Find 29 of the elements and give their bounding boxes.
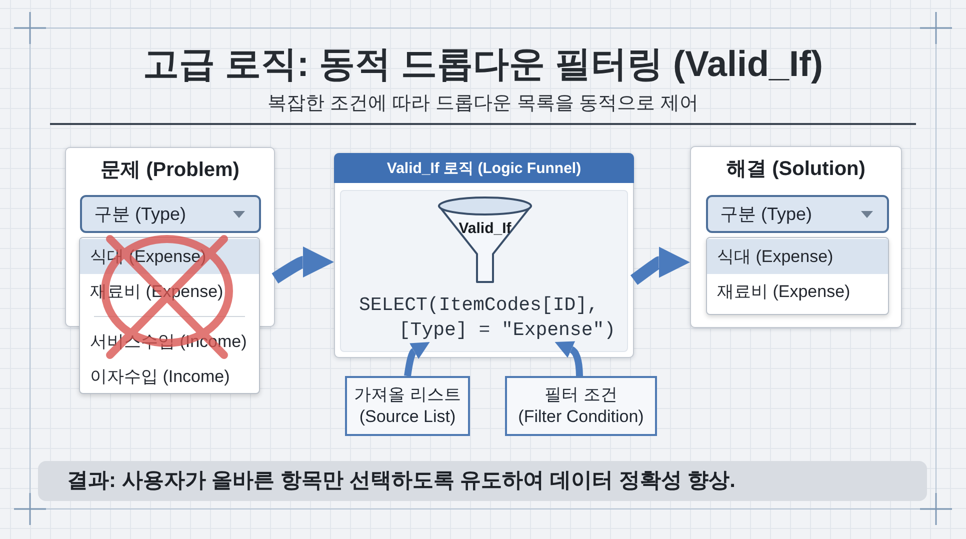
option-text: 식대 (Expense) <box>717 246 834 267</box>
panel-header: Valid_If 로직 (Logic Funnel) <box>334 153 634 183</box>
arrow <box>404 339 428 376</box>
dropdown-list <box>706 237 889 315</box>
result-banner <box>38 461 927 501</box>
panel-title: 해결 (Solution) <box>726 157 866 182</box>
result-text: 결과: 사용자가 올바른 항목만 선택하도록 유도하여 데이터 정확성 향상. <box>67 468 736 494</box>
title: 고급 로직: 동적 드롭다운 필터링 (Valid_If) <box>142 43 824 85</box>
callout-box <box>505 376 657 436</box>
select-text: 구분 (Type) <box>720 203 812 225</box>
callout-box <box>345 376 470 436</box>
arrow <box>630 248 688 285</box>
option-text: 이자수입 (Income) <box>90 366 230 387</box>
callout-text: (Source List) <box>359 406 456 428</box>
arrow <box>272 246 334 284</box>
select-text: 구분 (Type) <box>94 203 186 225</box>
callout-text: (Filter Condition) <box>518 406 644 428</box>
dropdown-select <box>706 195 889 233</box>
panel-title: 문제 (Problem) <box>100 158 240 183</box>
panel <box>334 153 634 358</box>
panel <box>690 146 902 328</box>
callout-text: 가져올 리스트 <box>354 384 461 406</box>
option-text: 재료비 (Expense) <box>717 281 850 302</box>
dropdown-select <box>80 195 261 233</box>
subtitle: 복잡한 조건에 따라 드롭다운 목록을 동적으로 제어 <box>268 92 698 115</box>
callout-text: 필터 조건 <box>544 384 618 406</box>
arrow <box>556 340 583 376</box>
funnel-label: Valid_If <box>458 220 512 238</box>
code-snippet: SELECT(ItemCodes[ID], [Type] = "Expense") <box>359 293 625 343</box>
